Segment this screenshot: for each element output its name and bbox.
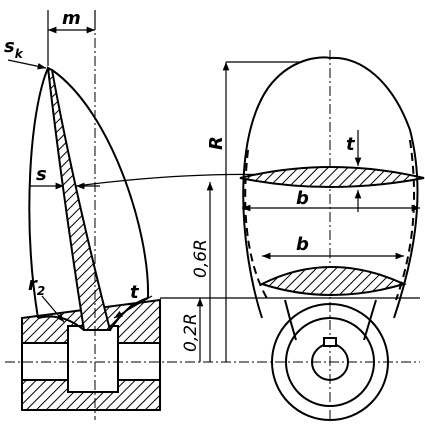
label-s: s [36,164,47,185]
center-lines [5,20,420,420]
label-t-right: t [346,134,356,155]
hub-keyway [67,325,119,393]
dim-m [47,10,96,66]
lower-section [259,266,407,296]
dim-t-left [113,295,153,319]
radius-dimensions [160,61,420,362]
blade-front-view [239,56,425,421]
keyway-slot [323,337,337,347]
label-R: R [206,136,227,150]
label-b-upper: b [296,188,309,209]
label-m: m [62,8,81,29]
dim-b [242,204,420,260]
label-06R: 0,6R [191,239,211,278]
label-r2: r2 [28,274,45,298]
label-t-left: t [130,282,140,303]
hub-mid-circle [285,317,375,407]
label-b-lower: b [296,234,309,255]
blade-side-view [21,66,161,411]
upper-section [239,166,425,188]
dim-r2 [41,295,65,323]
hub-outer-circle [271,303,389,421]
blade-outline-front [28,67,49,319]
blade-section [46,66,112,331]
label-sk: sk [4,36,24,61]
label-02R: 0,2R [181,313,201,352]
dim-sk [7,59,47,70]
blade-outline-back [51,69,150,299]
